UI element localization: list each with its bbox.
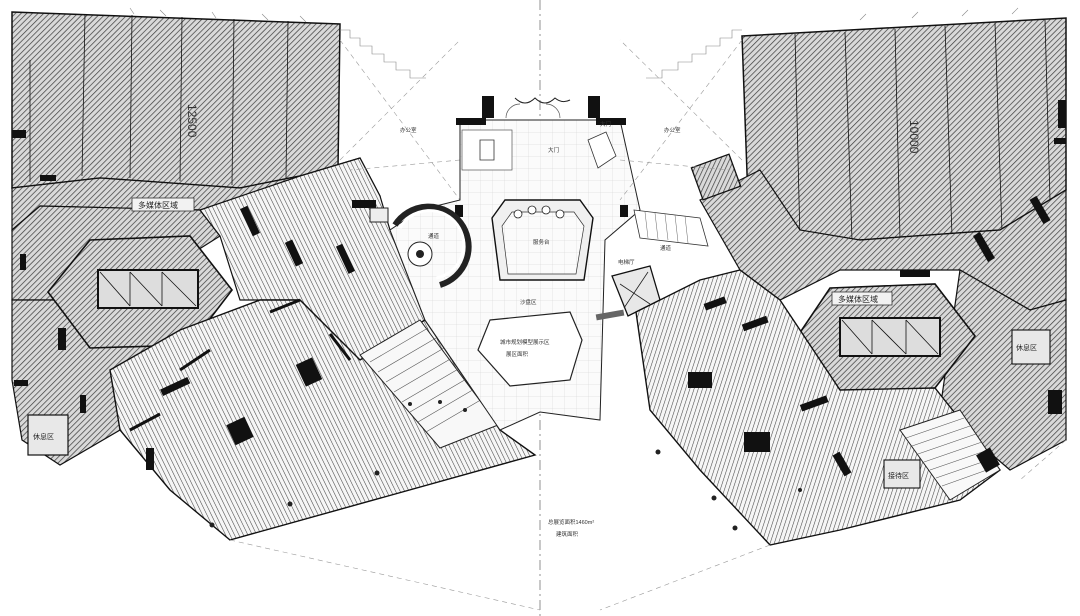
right-stair-band <box>899 409 1001 501</box>
area-note-line2: 建筑面积 <box>556 530 579 538</box>
left-pavilion-core <box>97 269 199 309</box>
model-area-sub: 展区面积 <box>506 351 529 358</box>
right-pavilion-core <box>839 317 941 357</box>
gate-left-pier <box>482 96 494 118</box>
ramp-right-label: 通道 <box>660 244 672 252</box>
right-office-room <box>1011 329 1051 365</box>
right-corner-room <box>883 459 921 489</box>
model-area <box>477 311 583 387</box>
right-office-label: 休息区 <box>1016 343 1037 352</box>
service-desk-label: 服务台 <box>533 238 550 246</box>
central-lobby: 大门 大门 服务台 城市规划模型展示区 展区面积 沙盘区 <box>369 96 709 538</box>
right-block-dimension: 10000 <box>907 120 921 154</box>
left-block-dimension: 12500 <box>185 104 199 138</box>
right-wing-label: 多媒体区域 <box>838 294 878 304</box>
left-wing-label-box <box>131 197 195 212</box>
right-top-block <box>741 17 1067 241</box>
right-office-top-label: 办公室 <box>664 126 681 134</box>
model-area-label: 城市规划模型展示区 <box>500 338 550 346</box>
sand-table-label: 沙盘区 <box>520 298 537 306</box>
gate-label-left: 大门 <box>548 146 559 154</box>
spiral-stair <box>392 203 472 288</box>
right-wing-label-box <box>831 291 893 306</box>
gate-label-right: 大门 <box>600 120 611 128</box>
left-corner-room <box>27 414 69 456</box>
right-corner-label: 接待区 <box>888 471 909 480</box>
lift-label: 电梯厅 <box>618 258 635 266</box>
right-wing: 10000 多媒体区域 接待区 <box>599 7 1067 611</box>
left-corner-label: 休息区 <box>33 432 54 441</box>
area-note-line1: 总展览面积1460m² <box>548 518 594 526</box>
left-wing-label: 多媒体区域 <box>138 200 178 210</box>
ramp-left-label: 通道 <box>428 232 440 240</box>
left-wing: 12500 多媒体区域 <box>11 7 541 611</box>
left-top-block <box>11 11 341 189</box>
gate-right-pier <box>588 96 600 118</box>
left-office-label: 办公室 <box>400 126 417 134</box>
